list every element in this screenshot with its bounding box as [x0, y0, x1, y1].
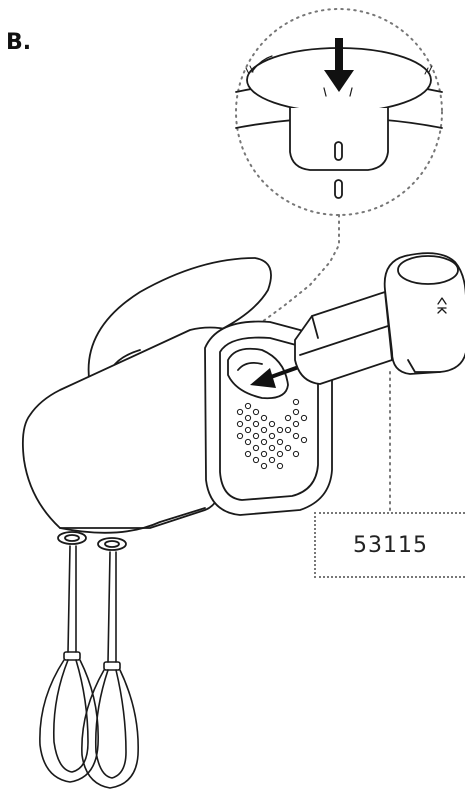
arrow-down-icon: [324, 38, 354, 92]
step-label: B.: [6, 30, 32, 55]
beater-left: [39, 545, 99, 783]
vent-holes: [236, 398, 308, 470]
part-number: 53115: [353, 532, 428, 558]
detail-zoom-circle: [235, 8, 443, 323]
logo-icon: [437, 297, 447, 314]
beater-right: [81, 551, 139, 789]
battery-pack: [294, 252, 465, 513]
arrow-left-icon: [250, 366, 298, 388]
part-number-callout: 53115: [314, 512, 465, 578]
hand-mixer-body: [21, 257, 333, 551]
